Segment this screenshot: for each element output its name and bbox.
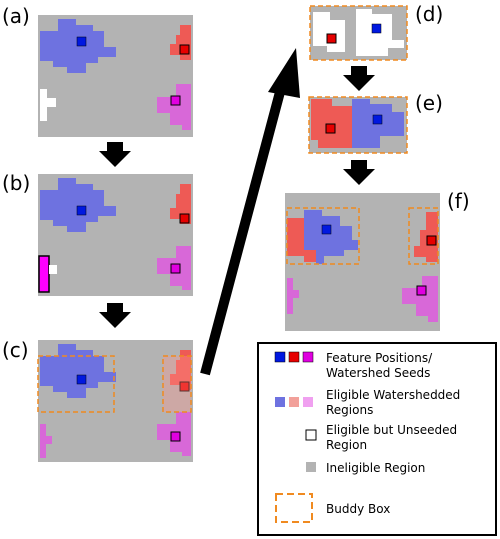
legend-blue-region: [275, 397, 285, 407]
legend-magenta-region: [303, 397, 313, 407]
arrow-b-to-c: [99, 303, 131, 328]
blue-region-merged: [304, 210, 358, 264]
magenta-region: [402, 276, 438, 322]
unseeded-remnant: [49, 265, 57, 274]
buddy-box-blue: [37, 355, 115, 413]
small-magenta-region: [40, 424, 52, 458]
legend-blue-seed: [274, 351, 286, 363]
legend-unseeded-line2: Region: [326, 438, 367, 452]
panel-e: [308, 96, 408, 154]
red-seed: [325, 123, 336, 134]
blue-seed: [321, 224, 332, 235]
panel-a: [38, 15, 193, 137]
blue-seed: [371, 23, 382, 34]
blue-region: [40, 344, 116, 398]
red-seed: [179, 44, 190, 55]
panel-a-label: (a): [2, 4, 30, 28]
legend-unseeded-swatch: [305, 429, 317, 441]
magenta-region: [157, 84, 191, 130]
red-seed: [426, 235, 437, 246]
legend-seeds-line1: Feature Positions/: [326, 351, 433, 365]
legend-red-region: [289, 397, 299, 407]
panel-b-label: (b): [2, 171, 30, 195]
legend-regions-line2: Regions: [326, 403, 373, 417]
panel-c-label: (c): [2, 338, 29, 362]
new-magenta-region: [38, 255, 50, 293]
unseeded-region: [40, 89, 56, 121]
blue-seed: [76, 205, 87, 216]
blue-seed: [76, 374, 87, 385]
small-magenta-region: [287, 278, 299, 314]
panel-f-label: (f): [447, 189, 470, 213]
arrow-d-to-e: [343, 66, 375, 91]
buddy-box-red: [162, 355, 192, 413]
blue-seed: [372, 114, 383, 125]
panel-d: [309, 5, 408, 61]
panel-c: [37, 340, 193, 462]
panel-e-label: (e): [415, 91, 443, 115]
blue-region: [40, 178, 116, 232]
magenta-seed: [170, 431, 181, 442]
panel-d-label: (d): [415, 2, 443, 26]
magenta-seed: [170, 263, 181, 274]
panel-f: [285, 193, 440, 331]
unseeded-left: [313, 12, 345, 52]
arrow-e-to-f: [343, 160, 375, 185]
legend-regions-line1: Eligible Watershedded: [326, 388, 460, 402]
legend-magenta-seed: [302, 351, 314, 363]
legend-seeds-line2: Watershed Seeds: [326, 366, 430, 380]
red-region: [170, 350, 191, 390]
legend-buddy-swatch: [275, 493, 313, 523]
legend-red-seed: [288, 351, 300, 363]
legend-box: [257, 342, 497, 536]
magenta-seed: [416, 285, 427, 296]
arrow-c-to-d: [200, 48, 300, 376]
red-seed: [179, 213, 190, 224]
red-seed: [179, 381, 190, 392]
arrow-a-to-b: [99, 142, 131, 167]
legend-ineligible: Ineligible Region: [326, 461, 425, 475]
blue-seed: [76, 36, 87, 47]
red-seed: [326, 33, 337, 44]
legend: Feature Positions/ Watershed Seeds Eligi…: [257, 342, 497, 536]
buddy-box-red: [408, 207, 439, 265]
legend-unseeded-line1: Eligible but Unseeded: [326, 423, 457, 437]
buddy-box-merged: [286, 207, 360, 265]
legend-buddy: Buddy Box: [326, 502, 390, 516]
panel-b: [38, 174, 193, 296]
red-region: [414, 212, 438, 262]
magenta-seed: [170, 95, 181, 106]
legend-ineligible-swatch: [306, 462, 316, 472]
